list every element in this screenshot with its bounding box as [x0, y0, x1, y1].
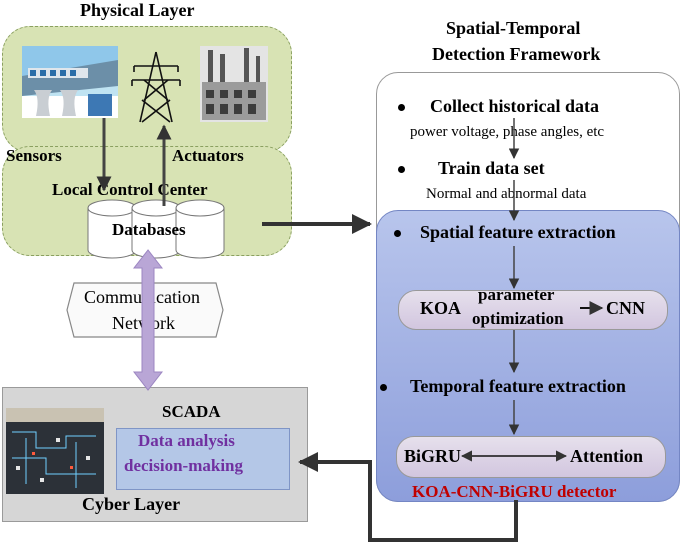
- factory-icon: [200, 46, 268, 122]
- koa-label: KOA: [420, 298, 462, 318]
- scada-display-icon: [6, 408, 104, 494]
- step-collect-data-sub: power voltage, phase angles, etc: [410, 124, 605, 140]
- databases-label: Databases: [112, 220, 186, 239]
- power-plant-icon: [22, 46, 118, 118]
- framework-title-line1: Spatial-Temporal: [446, 18, 581, 38]
- database-icon: [84, 196, 234, 262]
- parameter-label: parameter: [478, 285, 555, 304]
- scada-label: SCADA: [162, 402, 221, 421]
- cnn-label: CNN: [606, 298, 645, 318]
- actuators-label: Actuators: [172, 146, 244, 165]
- cyber-layer-title: Cyber Layer: [82, 494, 181, 514]
- bigru-label: BiGRU: [404, 446, 462, 466]
- transmission-tower-icon: [130, 50, 182, 124]
- local-control-center-label: Local Control Center: [52, 180, 208, 199]
- optimization-label: optimization: [472, 309, 564, 328]
- analysis-line2: decision-making: [124, 456, 244, 475]
- bullet: [398, 166, 405, 173]
- feedback-arrow: [298, 452, 518, 542]
- step-collect-data: Collect historical data: [430, 96, 599, 116]
- detector-label: KOA-CNN-BiGRU detector: [412, 482, 617, 501]
- koa-cnn-pill: [398, 290, 668, 330]
- framework-title-line2: Detection Framework: [432, 44, 601, 64]
- step-spatial-feature: Spatial feature extraction: [420, 222, 616, 242]
- physical-layer-title: Physical Layer: [80, 0, 195, 20]
- step-train-data-sub: Normal and abnormal data: [426, 186, 587, 202]
- bullet: [394, 230, 401, 237]
- step-temporal-feature: Temporal feature extraction: [410, 376, 626, 396]
- sensors-label: Sensors: [6, 146, 62, 165]
- bullet: [380, 384, 387, 391]
- step-train-data: Train data set: [438, 158, 545, 178]
- bullet: [398, 104, 405, 111]
- attention-label: Attention: [570, 446, 643, 466]
- communication-double-arrow: [132, 249, 164, 391]
- data-analysis-box: [116, 428, 290, 490]
- analysis-line1: Data analysis: [138, 431, 235, 450]
